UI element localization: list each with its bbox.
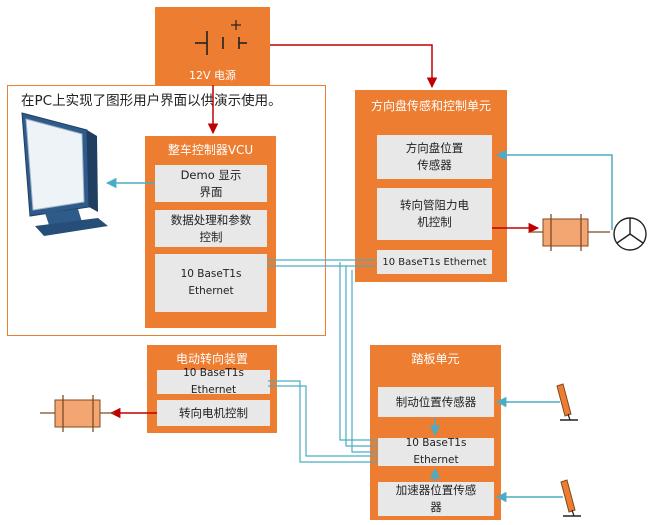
eps-block: 电动转向装置 10 BaseT1s Ethernet 转向电机控制: [147, 345, 277, 433]
accel-sensor-box: 加速器位置传感 器: [378, 482, 494, 516]
vcu-title: 整车控制器VCU: [167, 143, 254, 157]
brake-pedal-icon: [556, 383, 578, 421]
steering-motor-box: 转向管阻力电 机控制: [377, 188, 492, 240]
power-supply-block: 12V 电源: [155, 7, 270, 85]
data-processing-box: 数据处理和参数 控制: [155, 210, 267, 247]
steering-wheel-feedback-line: [495, 149, 613, 230]
ethernet-bus: [267, 259, 378, 463]
power-to-steering-arrow: [270, 44, 438, 89]
battery-icon: [195, 20, 247, 55]
brake-sensor-box: 制动位置传感器: [378, 387, 494, 417]
steering-wheel-icon: [613, 217, 647, 251]
pc-gui-note: 在PC上实现了图形用户界面以供演示使用。: [21, 93, 282, 109]
pedal-ethernet-box: 10 BaseT1s Ethernet: [378, 437, 494, 466]
eps-ethernet-box: 10 BaseT1s Ethernet: [157, 367, 270, 396]
eps-motor-box: 转向电机控制: [157, 400, 270, 426]
power-supply-label: 12V 电源: [188, 69, 237, 82]
steering-sensor-box: 方向盘位置 传感器: [377, 135, 492, 179]
vcu-ethernet-box: 10 BaseT1s Ethernet: [155, 254, 267, 312]
demo-display-box: Demo 显示 界面: [155, 165, 267, 202]
steering-unit-block: 方向盘传感和控制单元 方向盘位置 传感器 转向管阻力电 机控制 10 BaseT…: [355, 90, 507, 282]
eps-actuator-icon: [40, 395, 115, 432]
steering-actuator-icon: [530, 214, 610, 251]
steering-unit-title: 方向盘传感和控制单元: [370, 99, 491, 113]
steering-ethernet-box: 10 BaseT1s Ethernet: [377, 250, 492, 274]
pc-gui-frame: [7, 85, 326, 336]
pc-monitor-icon: [21, 112, 108, 236]
eps-title: 电动转向装置: [175, 352, 248, 366]
pedal-unit-title: 踏板单元: [411, 352, 460, 366]
vcu-block: 整车控制器VCU Demo 显示 界面 数据处理和参数 控制 10 BaseT1…: [145, 136, 276, 328]
accel-pedal-icon: [560, 479, 581, 517]
